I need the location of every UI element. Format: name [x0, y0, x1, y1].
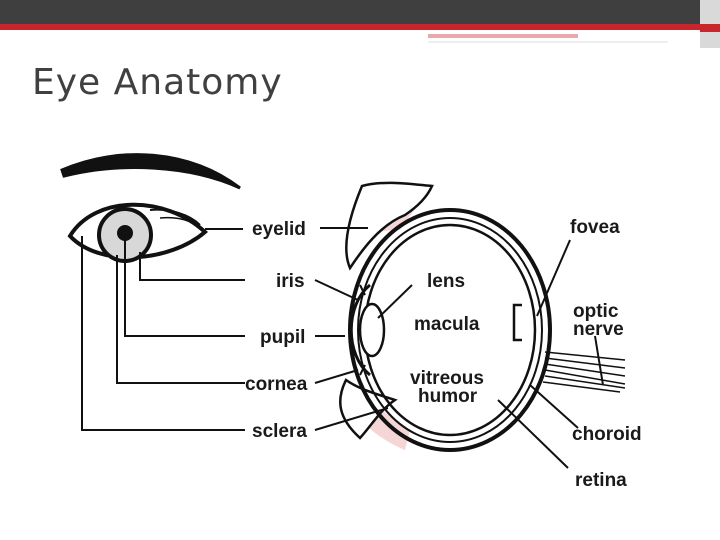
slide-title: Eye Anatomy: [32, 62, 283, 103]
pupil-front: [117, 225, 133, 241]
label-sclera: sclera: [252, 421, 307, 442]
decorative-stripe: [428, 34, 578, 38]
label-optic: optic: [573, 301, 619, 322]
label-pupil: pupil: [260, 327, 305, 348]
decorative-stripe: [428, 41, 668, 43]
label-eyelid: eyelid: [252, 219, 306, 240]
cross-section-eyelids: [339, 181, 434, 440]
choroid-layer: [357, 217, 543, 443]
label-macula: macula: [414, 314, 480, 335]
label-nerve: nerve: [573, 319, 624, 340]
front-eye: [67, 202, 209, 263]
label-iris: iris: [276, 271, 305, 292]
label-fovea: fovea: [570, 217, 620, 238]
macula-bracket: [512, 303, 522, 342]
label-retina: retina: [575, 470, 627, 491]
decorative-corner: [700, 24, 720, 32]
cross-section-leader-lines: [314, 227, 604, 469]
lens-body: [358, 302, 386, 358]
header-accent-line: [0, 24, 720, 30]
header-bar: [0, 0, 720, 24]
front-leader-lines: [81, 228, 245, 431]
label-cornea: cornea: [245, 374, 308, 395]
eyebrow: [60, 153, 241, 190]
optic-nerve: [542, 351, 626, 393]
label-humor: humor: [418, 386, 478, 407]
label-vitreous: vitreous: [410, 368, 484, 389]
label-lens: lens: [427, 271, 465, 292]
label-choroid: choroid: [572, 424, 642, 445]
